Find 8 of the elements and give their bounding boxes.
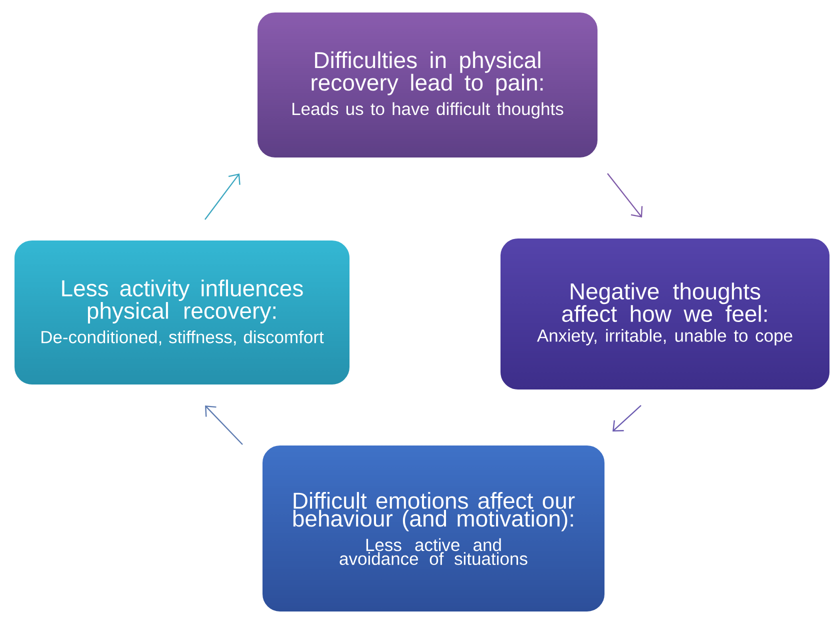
arrow — [607, 173, 643, 218]
arrow — [205, 405, 243, 445]
process-box: Difficult emotions affect our behaviour (and motivation): Less active and avoidance of situations — [262, 444, 606, 612]
process-box: Difficulties in physical recovery lead to pain: Leads us to have difficult thoughts — [256, 11, 598, 158]
process-box: Negative thoughts affect how we feel: Anxiety, irritable, unable to cope — [500, 237, 830, 390]
arrow — [204, 173, 240, 220]
arrow — [612, 405, 642, 432]
process-box: Less activity influences physical recovery: De-conditioned, stiffness, discomfort — [14, 239, 350, 386]
